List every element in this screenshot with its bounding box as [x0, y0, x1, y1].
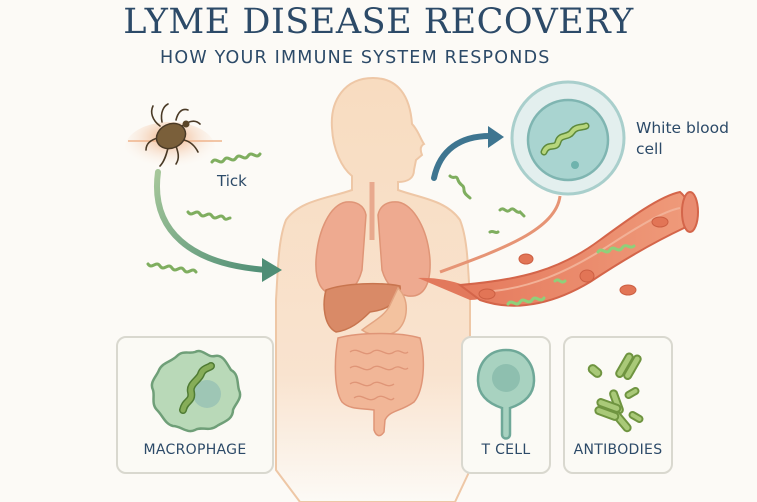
bacterium [488, 229, 500, 235]
blood-vessel [418, 190, 699, 307]
tick-icon [145, 103, 201, 167]
red-blood-cell [619, 284, 637, 296]
red-blood-cell [478, 288, 496, 300]
macrophage-label: MACROPHAGE [143, 442, 247, 458]
infection-path-arrow [154, 169, 282, 282]
bacterium [146, 262, 198, 274]
page-subtitle: HOW YOUR IMMUNE SYSTEM RESPONDS [160, 48, 551, 68]
bacterium [498, 207, 526, 218]
liver [323, 282, 401, 333]
antibodies-icon [587, 352, 644, 433]
red-blood-cell [579, 269, 595, 283]
immune-response-arrow [431, 126, 504, 181]
white-blood-cell-label: White blood cell [636, 119, 729, 158]
white-blood-cell-icon [439, 80, 626, 274]
t-cell-icon [476, 348, 536, 440]
bacterium [210, 152, 262, 164]
red-blood-cell [518, 253, 534, 265]
antibodies-card: ANTIBODIES [563, 336, 673, 474]
red-blood-cell [651, 216, 669, 228]
bacteria [146, 152, 526, 274]
bacterium [448, 174, 472, 200]
macrophage-icon [150, 349, 242, 433]
bacterium [186, 210, 232, 221]
macrophage-card: MACROPHAGE [116, 336, 274, 474]
t-cell-card: T CELL [461, 336, 551, 474]
t-cell-label: T CELL [481, 442, 531, 458]
intestines [334, 332, 425, 437]
antibodies-label: ANTIBODIES [573, 442, 663, 458]
page-title: LYME DISEASE RECOVERY [123, 2, 634, 42]
tick-label: Tick [217, 172, 247, 190]
